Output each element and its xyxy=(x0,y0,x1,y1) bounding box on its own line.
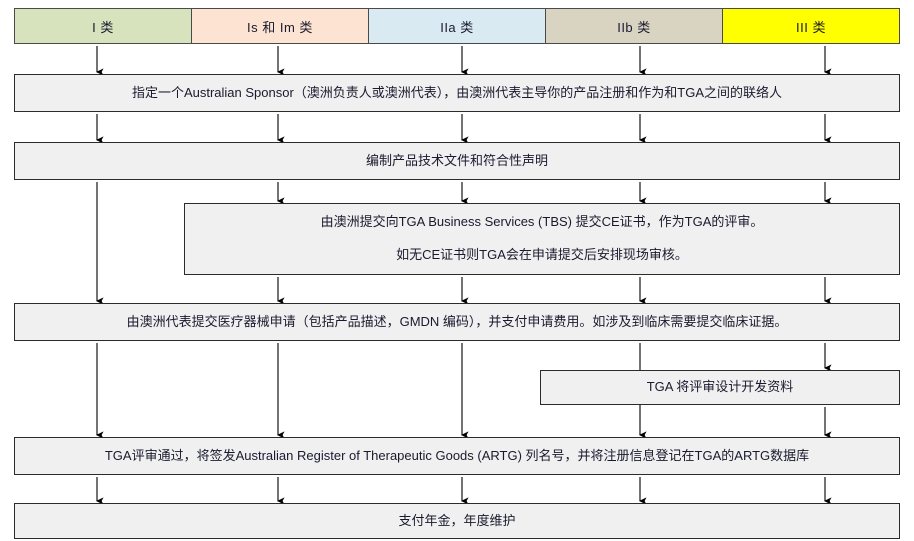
step-text-ce-certificate-line2: 如无CE证书则TGA会在申请提交后安排现场审核。 xyxy=(396,247,688,262)
step-text-artg-listing: TGA评审通过，将签发Australian Register of Therap… xyxy=(104,447,810,463)
category-label-class-2b: IIb 类 xyxy=(617,19,651,35)
category-label-class-3: III 类 xyxy=(796,19,826,35)
arrow-group-techfile-to-ce xyxy=(276,182,832,205)
bypass-group-application-to-artg xyxy=(96,343,463,410)
step-text-technical-file: 编制产品技术文件和符合性声明 xyxy=(365,152,548,168)
step-box-appoint-sponsor[interactable]: 指定一个Australian Sponsor（澳洲负责人或澳洲代表），由澳洲代表… xyxy=(14,74,900,112)
step-box-device-application[interactable]: 由澳洲代表提交医疗器械申请（包括产品描述，GMDN 编码），并支付申请费用。如涉… xyxy=(14,303,900,341)
step-text-appoint-sponsor: 指定一个Australian Sponsor（澳洲负责人或澳洲代表），由澳洲代表… xyxy=(131,84,783,100)
step-text-ce-certificate-line1: 由澳洲提交向TGA Business Services (TBS) 提交CE证书… xyxy=(320,214,764,230)
step-box-technical-file[interactable]: 编制产品技术文件和符合性声明 xyxy=(14,142,900,180)
category-header-bar: I 类 Is 和 Im 类 IIa 类 IIb 类 III 类 xyxy=(14,8,900,44)
arrow-group-ce-to-application xyxy=(95,276,832,305)
step-box-ce-certificate[interactable]: 由澳洲提交向TGA Business Services (TBS) 提交CE证书… xyxy=(184,203,900,275)
step-box-design-review[interactable]: TGA 将评审设计开发资料 xyxy=(540,370,900,405)
step-box-artg-listing[interactable]: TGA评审通过，将签发Australian Register of Therap… xyxy=(14,437,900,475)
arrow-group-artg-to-annual xyxy=(95,477,832,505)
category-cell-class-3[interactable]: III 类 xyxy=(722,8,900,44)
category-cell-class-2b[interactable]: IIb 类 xyxy=(545,8,723,44)
category-cell-class-is-im[interactable]: Is 和 Im 类 xyxy=(191,8,369,44)
step-text-device-application: 由澳洲代表提交医疗器械申请（包括产品描述，GMDN 编码），并支付申请费用。如涉… xyxy=(126,313,788,329)
category-label-class-is-im: Is 和 Im 类 xyxy=(247,19,313,35)
step-text-annual-fee: 支付年金，年度维护 xyxy=(398,512,516,528)
arrow-group-sponsor-to-techfile xyxy=(95,114,832,144)
category-cell-class-1[interactable]: I 类 xyxy=(14,8,192,44)
step-text-design-review: TGA 将评审设计开发资料 xyxy=(646,379,794,395)
category-label-class-2a: IIa 类 xyxy=(440,19,474,35)
category-label-class-1: I 类 xyxy=(92,19,114,35)
step-box-annual-fee[interactable]: 支付年金，年度维护 xyxy=(14,503,900,539)
arrow-group-header-to-sponsor xyxy=(95,46,832,76)
category-cell-class-2a[interactable]: IIa 类 xyxy=(368,8,546,44)
